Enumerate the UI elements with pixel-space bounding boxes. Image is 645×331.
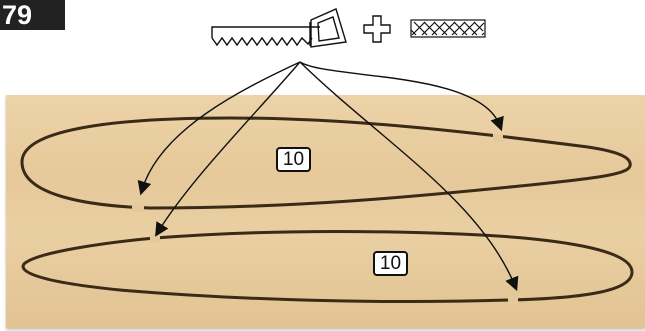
arrow-lower-left — [155, 61, 301, 237]
part-number-label: 10 — [276, 147, 311, 172]
sandpaper-icon — [410, 19, 486, 38]
step-number-badge: 79 — [0, 0, 65, 30]
part-number-label: 10 — [373, 251, 408, 276]
upper-part-outline — [20, 116, 632, 210]
arrow-upper-left — [137, 61, 301, 196]
lower-part-outline — [21, 229, 634, 304]
arrow-lower-right — [299, 61, 519, 292]
cut-arrows — [137, 61, 519, 292]
arrow-upper-right — [299, 61, 504, 132]
plus-icon — [363, 15, 391, 43]
saw-icon — [211, 8, 347, 48]
